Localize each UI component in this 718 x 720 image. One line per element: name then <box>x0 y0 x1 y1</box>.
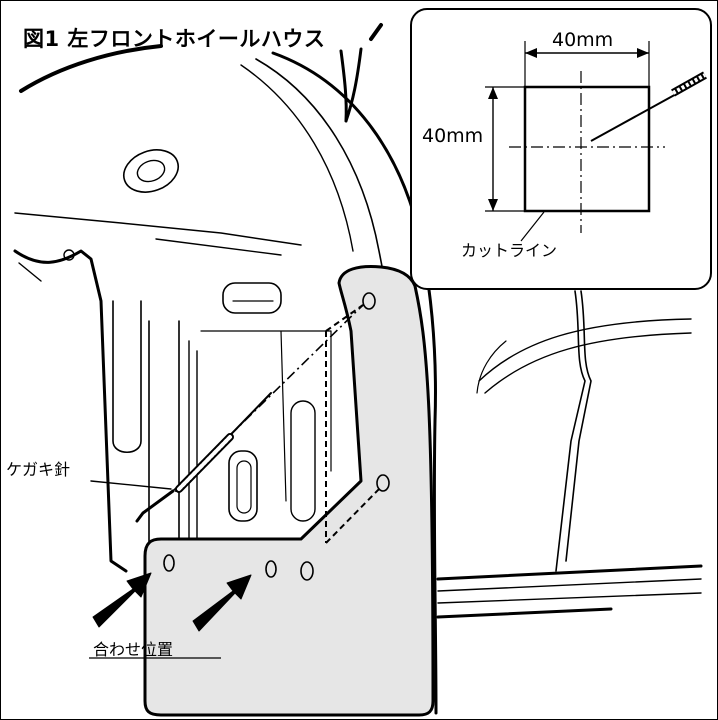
sill-line-4 <box>436 607 613 619</box>
alignment-arrows <box>92 572 252 632</box>
oval-hole-inner <box>136 159 166 183</box>
door-gap <box>555 290 592 572</box>
arrow-right <box>192 574 252 632</box>
sill-line-2 <box>437 578 702 592</box>
scriber-tool <box>90 392 272 523</box>
dim-arrow-bottom <box>488 199 498 211</box>
sill-line-3 <box>437 592 702 604</box>
cut-square <box>523 85 651 213</box>
inset-height-label: 40mm <box>422 125 484 147</box>
flap-hole-center1 <box>265 560 277 578</box>
inset-box <box>410 8 712 290</box>
scriber-label: ケガキ針 <box>6 460 71 479</box>
dim-arrow-right <box>637 48 649 58</box>
flap-hole-left <box>163 554 175 572</box>
inner-panel-left <box>13 249 128 573</box>
body-crease-1 <box>478 318 692 382</box>
arrow-left <box>92 572 152 628</box>
dim-width-ext <box>524 41 650 87</box>
flap-hole-center2 <box>300 561 314 581</box>
wheel-arch-outer <box>271 51 438 715</box>
inset-scriber <box>590 86 690 142</box>
flap-hole-mid <box>376 474 390 492</box>
mud-flap <box>143 265 435 717</box>
arch-top-mark <box>369 23 383 41</box>
rib-slot-2 <box>236 460 252 514</box>
inner-panel-edge <box>18 262 42 282</box>
dim-height-ext <box>485 86 525 212</box>
cut-leader <box>520 211 545 242</box>
dim-arrow-top <box>488 87 498 99</box>
rib-slot-3 <box>290 400 316 522</box>
rib-1 <box>112 300 142 454</box>
dash-upper <box>325 304 364 332</box>
sill-line-1 <box>436 564 703 581</box>
rib-2 <box>148 320 180 554</box>
inner-panel-top2 <box>155 238 282 256</box>
inner-panel-top <box>14 212 302 246</box>
fender-strut <box>339 47 363 123</box>
inset-width-label: 40mm <box>552 29 614 51</box>
cut-line-label: カットライン <box>461 241 558 260</box>
arch-top-left <box>19 44 163 93</box>
inset-scriber-handle-mark <box>672 73 706 95</box>
small-hole <box>63 249 75 261</box>
alignment-label: 合わせ位置 <box>93 640 174 659</box>
figure-title: 図1 左フロントホイールハウス <box>23 27 326 51</box>
body-crease-2 <box>484 332 692 394</box>
dash-lower <box>325 486 382 544</box>
flap-hole-top <box>362 292 376 310</box>
panel-lines <box>200 330 332 502</box>
dim-arrow-left <box>525 48 537 58</box>
body-crease-3 <box>476 340 507 394</box>
wheel-arch-line <box>240 64 354 252</box>
rib-slot-1 <box>228 450 258 522</box>
rect-hole <box>222 282 282 314</box>
oval-hole <box>123 149 179 193</box>
